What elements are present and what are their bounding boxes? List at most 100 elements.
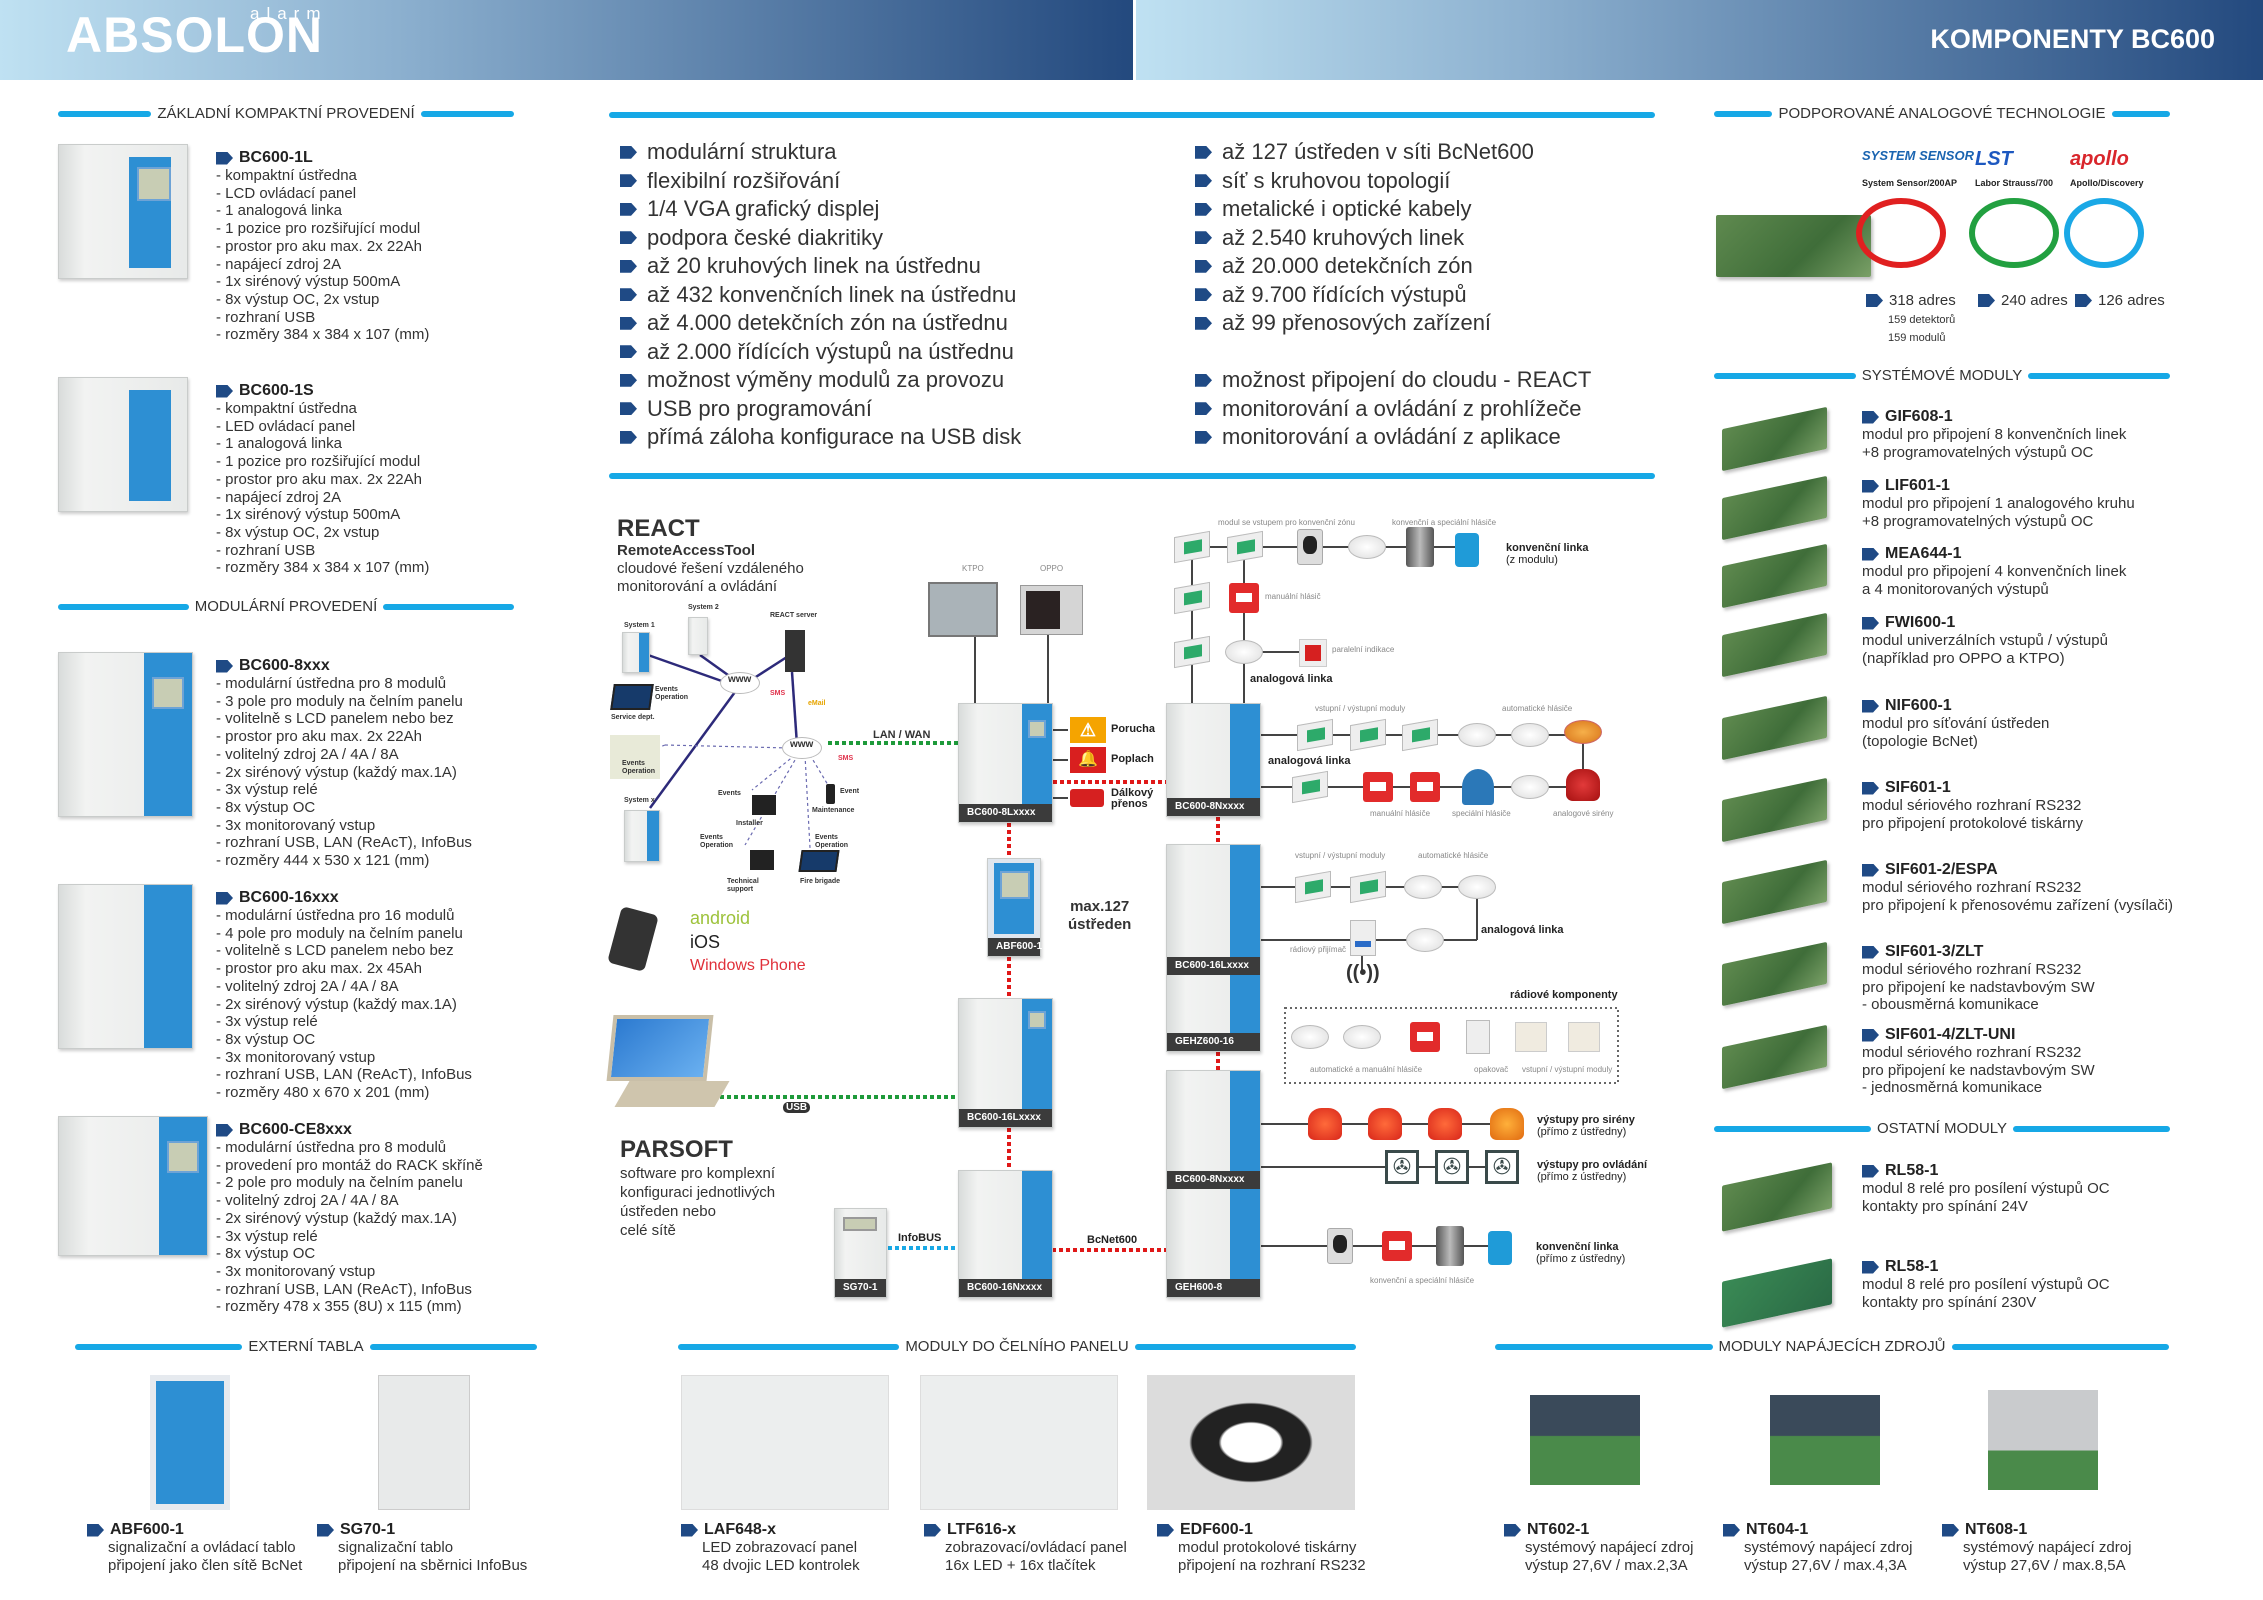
tablet-icon — [798, 850, 840, 872]
product-description-line: - rozměry 444 x 530 x 121 (mm) — [216, 852, 430, 870]
device-label: automatické a manuální hlásiče — [1310, 1065, 1423, 1074]
product-name-text: NIF600-1 — [1885, 697, 1952, 714]
product-name-text: BC600-CE8xxx — [239, 1121, 352, 1138]
laptop-icon — [606, 1015, 714, 1081]
bullet-arrow-icon — [1862, 1260, 1879, 1274]
product-description-line: pro připojení ke nadstavbovým SW — [1862, 1061, 2095, 1079]
product-image-edf600-1 — [1147, 1375, 1355, 1510]
device-label: opakovač — [1474, 1065, 1509, 1074]
product-name: NT604-1 — [1723, 1521, 1912, 1539]
bullet-arrow-icon — [1195, 259, 1212, 273]
display — [167, 1141, 199, 1173]
cabinet-image-bc600-ce8xxx — [58, 1116, 208, 1256]
text-line: konfiguraci jednotlivých — [620, 1184, 776, 1201]
conventional-detector-icon — [1327, 1228, 1353, 1264]
cabinet-bc600-16n: BC600-16Nxxxx — [958, 1170, 1053, 1298]
product-name: MEA644-1 — [1862, 545, 2262, 563]
siren-icon — [1368, 1108, 1402, 1140]
detector-icon — [1225, 640, 1263, 664]
computer-icon — [750, 850, 774, 870]
cabinet-image-bc600-1l — [58, 144, 188, 279]
text-line: monitorování a ovládání — [617, 578, 778, 595]
device-label: modul se vstupem pro konvenční zónu — [1218, 518, 1355, 527]
feature-item: modulární struktura — [620, 138, 1021, 167]
app-android[interactable]: android — [690, 908, 751, 928]
radio-module-icon — [1515, 1022, 1547, 1052]
product-name: NT608-1 — [1942, 1521, 2131, 1539]
bullet-arrow-icon — [1195, 373, 1212, 387]
feature-text: možnost připojení do cloudu - REACT — [1222, 367, 1592, 392]
product-description-line: modul 8 relé pro posílení výstupů OC — [1862, 1180, 2110, 1197]
section-title: OSTATNÍ MODULY — [1877, 1120, 2008, 1137]
network-label: SMS — [838, 755, 854, 762]
detector-icon — [1458, 723, 1496, 747]
product-description-line: - 1 pozice pro rozšiřující modul — [216, 220, 421, 238]
feature-item: přímá záloha konfigurace na USB disk — [620, 423, 1021, 452]
feature-text: 1/4 VGA grafický displej — [647, 196, 880, 221]
text-line: celé sítě — [620, 1222, 676, 1239]
device-loop-image — [1856, 198, 1946, 268]
product-name: LTF616-x — [924, 1521, 1127, 1539]
siren-icon — [1428, 1108, 1462, 1140]
product-name-text: BC600-16xxx — [239, 889, 339, 906]
product-description-line: - modulární ústředna pro 8 modulů — [216, 1139, 447, 1156]
feature-item: monitorování a ovládání z aplikace — [1195, 423, 1591, 452]
siren-icon — [1566, 769, 1600, 801]
product-description-line: - 8x výstup OC — [216, 1245, 316, 1263]
product-description-line: - 3x monitorovaný vstup — [216, 816, 376, 834]
product-name: NT602-1 — [1504, 1521, 1693, 1539]
bullet-arrow-icon — [1862, 1164, 1879, 1178]
brand-logo-0: SYSTEM SENSOR — [1862, 148, 1974, 163]
bullet-arrow-icon — [1942, 1523, 1959, 1537]
product-description-line: - rozměry 478 x 355 (8U) x 115 (mm) — [216, 1298, 462, 1316]
product-name: RL58-1 — [1862, 1162, 2262, 1180]
bullet-arrow-icon — [1195, 288, 1212, 302]
section-celni: MODULY DO ČELNÍHO PANELU — [678, 1338, 1357, 1355]
brand-logo-2: apollo — [2070, 148, 2129, 170]
app-ios[interactable]: iOS — [690, 932, 721, 952]
logo-subtitle: alarm — [250, 4, 328, 23]
feature-item: až 2.000 řídících výstupů na ústřednu — [620, 338, 1021, 367]
product-name: BC600-16xxx — [216, 889, 506, 907]
bullet-arrow-icon — [620, 402, 637, 416]
address-note: 159 detektorů — [1888, 314, 1956, 326]
fault-label: Porucha — [1111, 723, 1156, 735]
wireless-antenna-icon: ((•)) — [1346, 962, 1380, 984]
product-name-text: SIF601-2/ESPA — [1885, 861, 1998, 878]
alarm-label: Poplach — [1111, 753, 1154, 765]
device-label: paralelní indikace — [1332, 645, 1395, 654]
cabinet-bc600-8l: BC600-8Lxxxx — [958, 703, 1053, 823]
conventional-line-module-label: konvenční linka(z modulu) — [1506, 542, 1589, 566]
detector-icon — [1511, 723, 1549, 747]
text-line: software pro komplexní — [620, 1165, 776, 1182]
product-description-line: - provedení pro montáž do RACK skříně — [216, 1156, 483, 1174]
network-label: Events Operation — [655, 686, 689, 701]
brand-caption: Apollo/Discovery — [2070, 178, 2144, 188]
product-description-line: výstup 27,6V / max.4,3A — [1744, 1557, 1907, 1574]
detector-icon — [1458, 875, 1496, 899]
section-modularni: MODULÁRNÍ PROVEDENÍ — [58, 598, 514, 615]
device-label: manuální hlásiče — [1370, 809, 1431, 818]
feature-item: až 432 konvenčních linek na ústřednu — [620, 281, 1021, 310]
product-name-text: SIF601-1 — [1885, 779, 1951, 796]
product-name: RL58-1 — [1862, 1258, 2262, 1276]
product-description-line: - prostor pro aku max. 2x 22Ah — [216, 237, 422, 255]
network-label: Maintenance — [812, 807, 855, 814]
app-windows-phone[interactable]: Windows Phone — [690, 957, 806, 974]
bullet-arrow-icon — [1862, 1028, 1879, 1042]
feature-item: metalické i optické kabely — [1195, 195, 1534, 224]
product-description-line: připojení na sběrnici InfoBus — [338, 1557, 528, 1574]
product-description-line: - 8x výstup OC, 2x vstup — [216, 290, 380, 308]
product-description-line: - 8x výstup OC — [216, 798, 316, 816]
radio-components-label: rádiové komponenty — [1510, 989, 1618, 1001]
fan-icon: ✇ — [1485, 1150, 1519, 1184]
product-name-text: LAF648-x — [704, 1521, 777, 1538]
flame-detector-icon — [1455, 533, 1479, 567]
feature-text: až 4.000 detekčních zón na ústřednu — [647, 310, 1008, 335]
cabinet-bc600-8n: BC600-8Nxxxx — [1166, 703, 1261, 817]
